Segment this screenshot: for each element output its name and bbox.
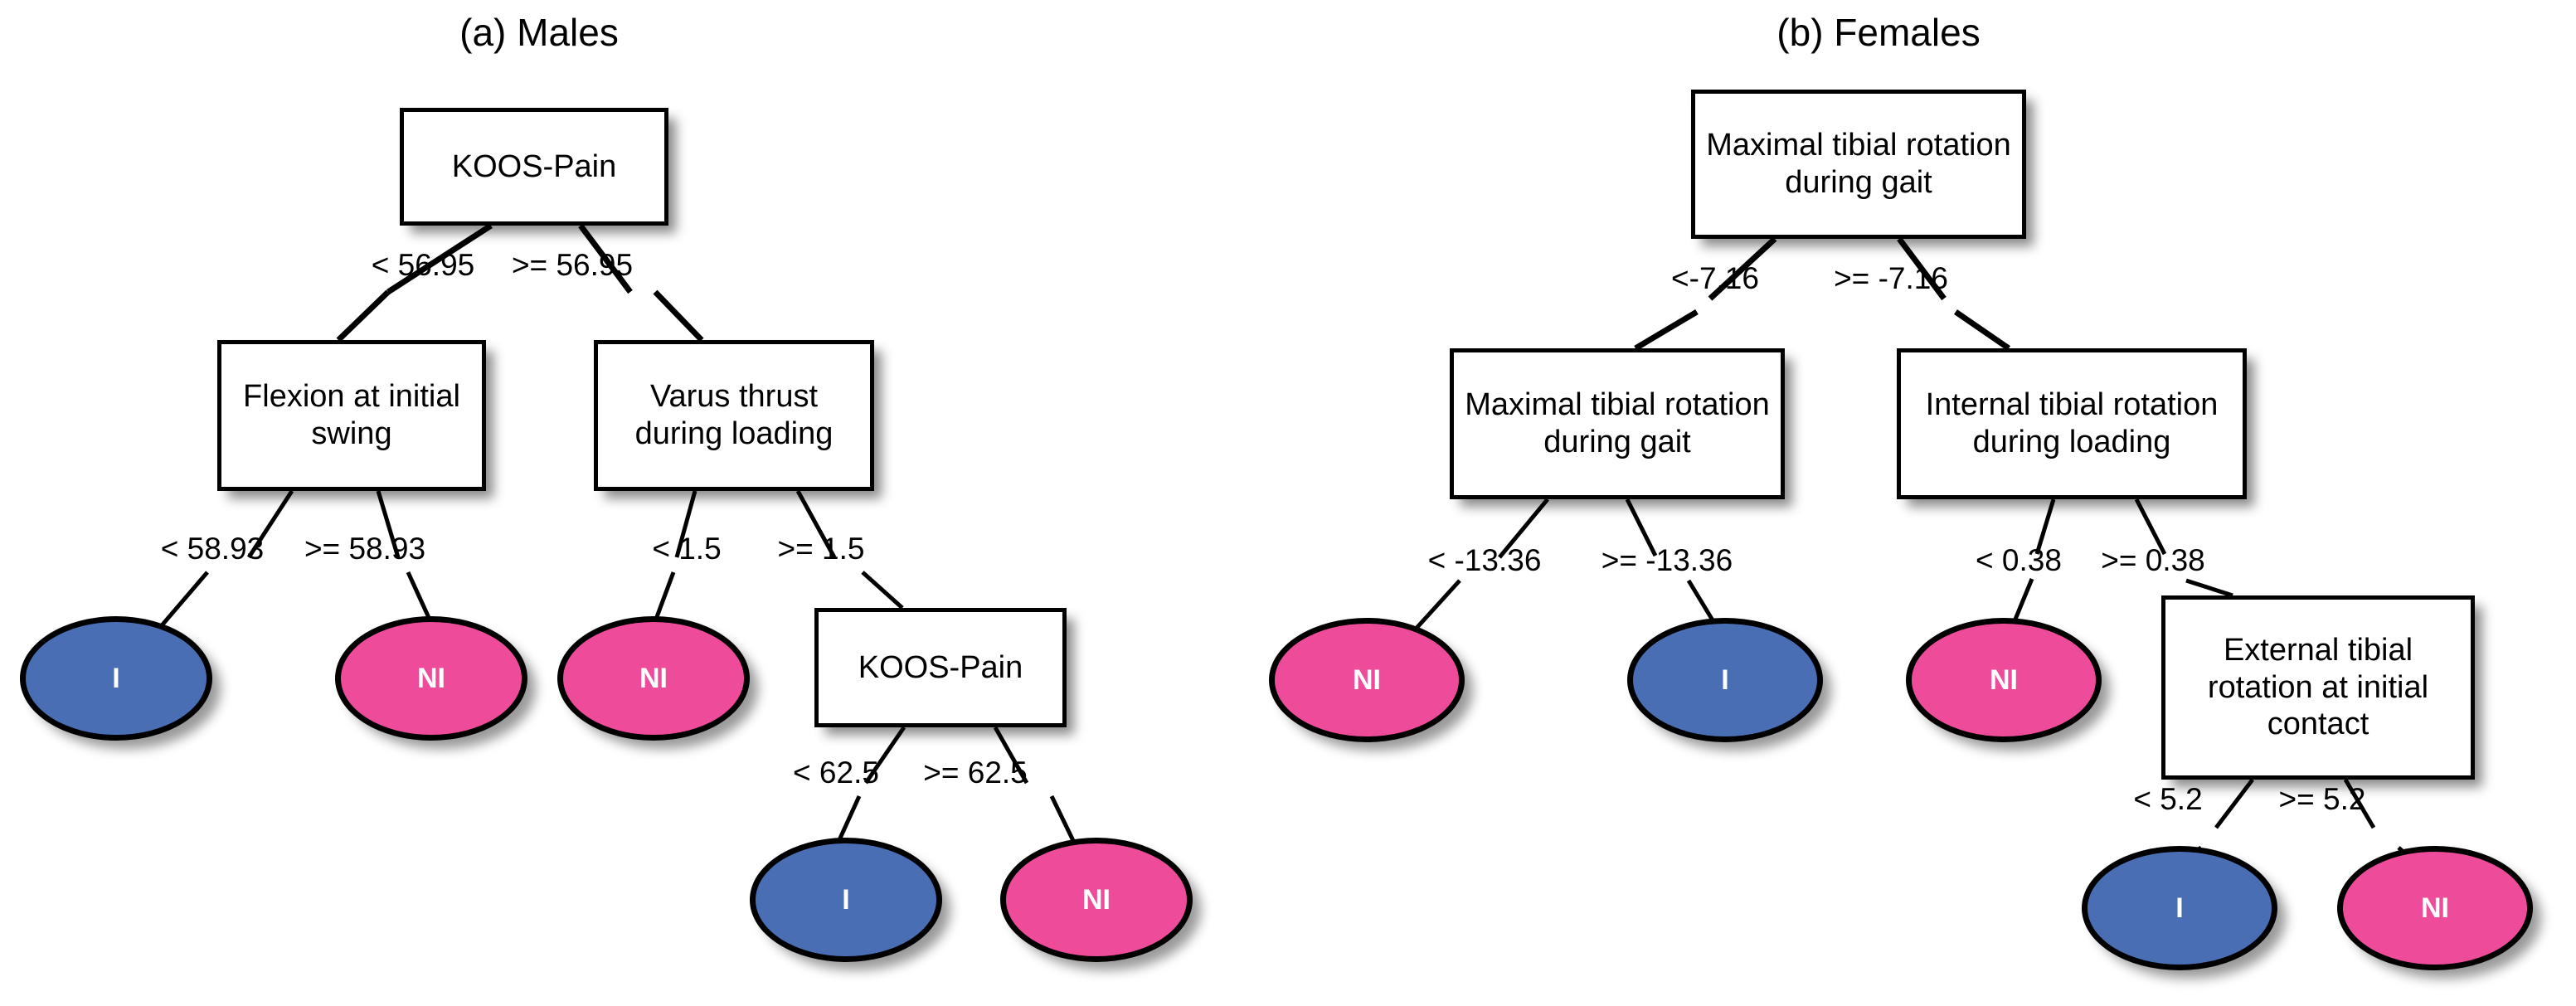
decision-node-label: KOOS-Pain [451, 148, 617, 184]
edge-condition-label: >= -13.36 [1601, 543, 1733, 577]
edge-condition-label: >= 0.38 [2101, 543, 2205, 577]
tree-edge [2185, 578, 2233, 598]
decision-node[interactable]: External tibial rotation at initial cont… [2161, 595, 2475, 780]
tree-edge [1954, 309, 2010, 351]
edge-condition-label: <-7.16 [1671, 261, 1759, 295]
leaf-node[interactable]: NI [1000, 838, 1193, 962]
edge-condition-label: >= 62.5 [923, 756, 1028, 790]
leaf-node-label: NI [639, 662, 668, 694]
leaf-node[interactable]: NI [2337, 846, 2533, 970]
tree-edge [156, 571, 209, 632]
decision-node-label: Internal tibial rotation during loading [1925, 387, 2219, 459]
edge-condition-label: < 62.5 [793, 756, 879, 790]
edge-condition-label: < 1.5 [652, 532, 722, 566]
decision-node-label: KOOS-Pain [858, 649, 1023, 685]
decision-node[interactable]: Maximal tibial rotation during gait [1691, 90, 2026, 239]
edge-condition-label: < 56.95 [371, 248, 475, 282]
edge-condition-label: < 5.2 [2133, 782, 2203, 816]
edge-condition-label: < -13.36 [1427, 543, 1542, 577]
leaf-node-label: NI [1353, 663, 1381, 696]
leaf-node[interactable]: I [2082, 846, 2277, 970]
decision-node[interactable]: KOOS-Pain [400, 108, 668, 226]
edge-condition-label: < 0.38 [1976, 543, 2062, 577]
tree-edge [2214, 778, 2254, 829]
edge-condition-label: >= 58.93 [304, 532, 426, 566]
decision-node-label: Varus thrust during loading [634, 379, 834, 451]
leaf-node[interactable]: NI [335, 616, 527, 741]
leaf-node[interactable]: I [20, 616, 212, 741]
leaf-node-label: I [112, 662, 120, 694]
leaf-node[interactable]: I [1627, 618, 1823, 742]
edge-condition-label: < 58.93 [160, 532, 265, 566]
leaf-node-label: I [2175, 892, 2184, 924]
leaf-node-label: NI [417, 662, 445, 694]
decision-node[interactable]: Internal tibial rotation during loading [1897, 348, 2247, 499]
leaf-node-label: I [842, 883, 850, 916]
leaf-node-label: NI [2421, 892, 2449, 924]
edge-condition-label: >= -7.16 [1834, 261, 1948, 295]
panel-title-males: (a) Males [459, 11, 619, 54]
panel-title-females: (b) Females [1776, 11, 1981, 54]
leaf-node-label: I [1721, 663, 1729, 696]
tree-edge [1634, 309, 1699, 352]
tree-edge [861, 571, 904, 610]
leaf-node[interactable]: I [750, 838, 942, 962]
leaf-node[interactable]: NI [557, 616, 750, 741]
tree-edge [336, 289, 391, 343]
decision-node-label: Maximal tibial rotation during gait [1706, 128, 2011, 200]
decision-node-label: Maximal tibial rotation during gait [1465, 387, 1770, 459]
leaf-node-label: NI [1990, 663, 2018, 696]
edge-condition-label: >= 1.5 [777, 532, 865, 566]
decision-node[interactable]: Varus thrust during loading [594, 340, 874, 491]
edge-condition-label: >= 56.95 [511, 248, 634, 282]
decision-node-label: Flexion at initial swing [243, 379, 460, 451]
leaf-node[interactable]: NI [1269, 618, 1465, 742]
decision-node[interactable]: KOOS-Pain [814, 608, 1067, 727]
edge-condition-label: >= 5.2 [2278, 782, 2366, 816]
tree-edge [653, 289, 704, 343]
leaf-node[interactable]: NI [1906, 618, 2102, 742]
decision-node[interactable]: Flexion at initial swing [217, 340, 486, 491]
leaf-node-label: NI [1082, 883, 1111, 916]
decision-node-label: External tibial rotation at initial cont… [2207, 632, 2429, 742]
decision-node[interactable]: Maximal tibial rotation during gait [1450, 348, 1785, 499]
